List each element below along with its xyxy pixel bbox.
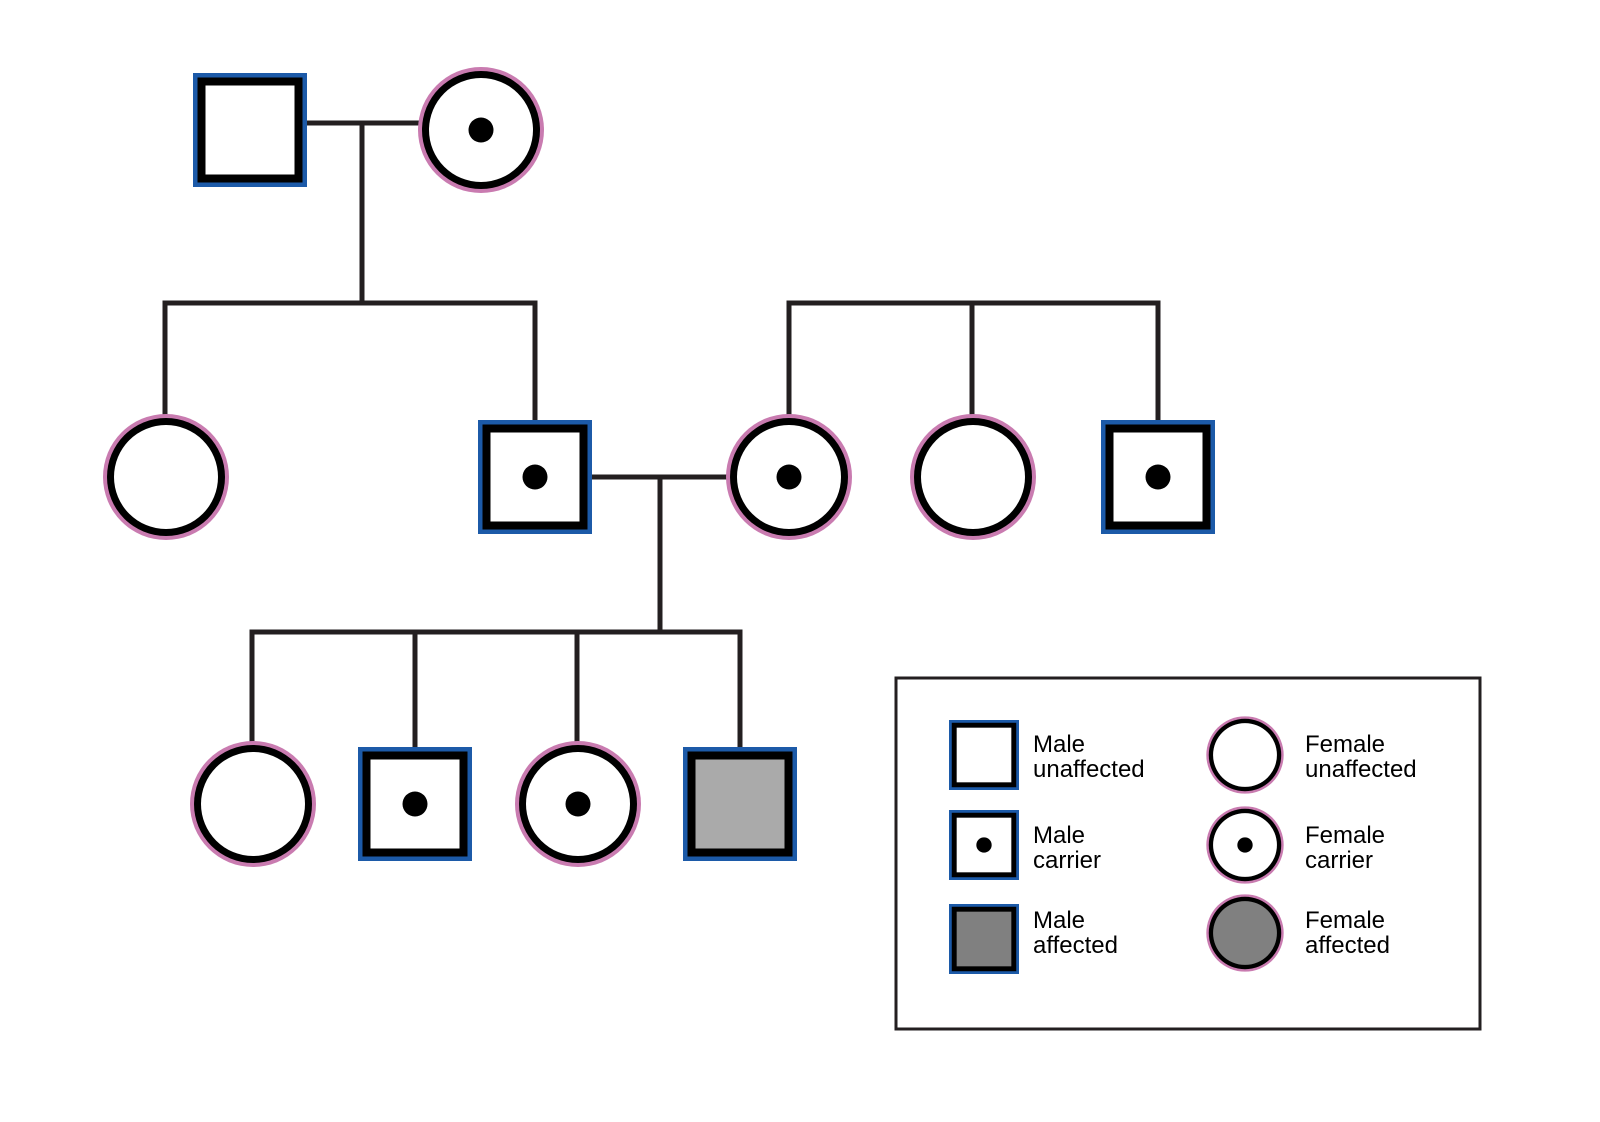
legend-label-female-carrier: Female carrier xyxy=(1305,822,1392,874)
legend-symbols xyxy=(949,716,1284,974)
legend-label-line: affected xyxy=(1033,932,1118,959)
legend-label-line: affected xyxy=(1305,932,1390,959)
carrier-dot xyxy=(402,791,428,817)
legend-label-male-affected: Male affected xyxy=(1033,907,1118,959)
carrier-dot xyxy=(522,464,548,490)
legend-symbol-male-unaffected xyxy=(949,720,1019,790)
carrier-dot xyxy=(976,837,992,853)
legend-symbol-male-carrier xyxy=(949,810,1019,880)
legend-label-line: carrier xyxy=(1033,847,1101,874)
legend-label-line: Female xyxy=(1305,822,1385,849)
individual-female-carrier xyxy=(418,67,544,193)
male-symbol-fill xyxy=(205,85,295,175)
carrier-dot xyxy=(468,117,494,143)
legend-label-line: Male xyxy=(1033,731,1085,758)
legend-label-line: unaffected xyxy=(1033,756,1145,783)
female-symbol-fill xyxy=(1213,723,1277,787)
individual-male-affected xyxy=(683,747,797,861)
pedigree-lines xyxy=(162,120,1161,751)
male-symbol-fill xyxy=(956,911,1012,967)
female-symbol-fill xyxy=(201,752,305,856)
legend-symbol-female-affected xyxy=(1206,894,1284,972)
male-symbol-fill xyxy=(695,759,785,849)
legend-label-female-affected: Female affected xyxy=(1305,907,1392,959)
legend-label-line: unaffected xyxy=(1305,756,1417,783)
sibship-line-gen2-left xyxy=(162,300,538,423)
legend-label-line: Male xyxy=(1033,907,1085,934)
individual-male-unaffected xyxy=(193,73,307,187)
legend-label-line: carrier xyxy=(1305,847,1373,874)
individual-male-carrier xyxy=(1101,420,1215,534)
legend-label-male-unaffected: Male unaffected xyxy=(1033,731,1145,783)
legend-label-line: Female xyxy=(1305,907,1385,934)
sibship-line-gen3 xyxy=(249,629,743,751)
individual-female-carrier xyxy=(726,414,852,540)
female-symbol-fill xyxy=(114,425,218,529)
female-symbol-fill xyxy=(921,425,1025,529)
legend-symbol-male-affected xyxy=(949,904,1019,974)
individual-female-unaffected xyxy=(910,414,1036,540)
legend-label-line: Female xyxy=(1305,731,1385,758)
individual-female-unaffected xyxy=(190,741,316,867)
pedigree-individuals xyxy=(103,67,1215,867)
individual-female-carrier xyxy=(515,741,641,867)
carrier-dot xyxy=(776,464,802,490)
male-symbol-fill xyxy=(956,727,1012,783)
individual-female-unaffected xyxy=(103,414,229,540)
individual-male-carrier xyxy=(478,420,592,534)
carrier-dot xyxy=(565,791,591,817)
carrier-dot xyxy=(1145,464,1171,490)
legend: Male unaffected Female unaffected Male c… xyxy=(894,676,1482,1031)
carrier-dot xyxy=(1237,837,1253,853)
legend-symbol-female-unaffected xyxy=(1206,716,1284,794)
female-symbol-fill xyxy=(1213,901,1277,965)
legend-symbol-female-carrier xyxy=(1206,806,1284,884)
legend-label-male-carrier: Male carrier xyxy=(1033,822,1101,874)
legend-label-female-unaffected: Female unaffected xyxy=(1305,731,1417,783)
legend-label-line: Male xyxy=(1033,822,1085,849)
individual-male-carrier xyxy=(358,747,472,861)
